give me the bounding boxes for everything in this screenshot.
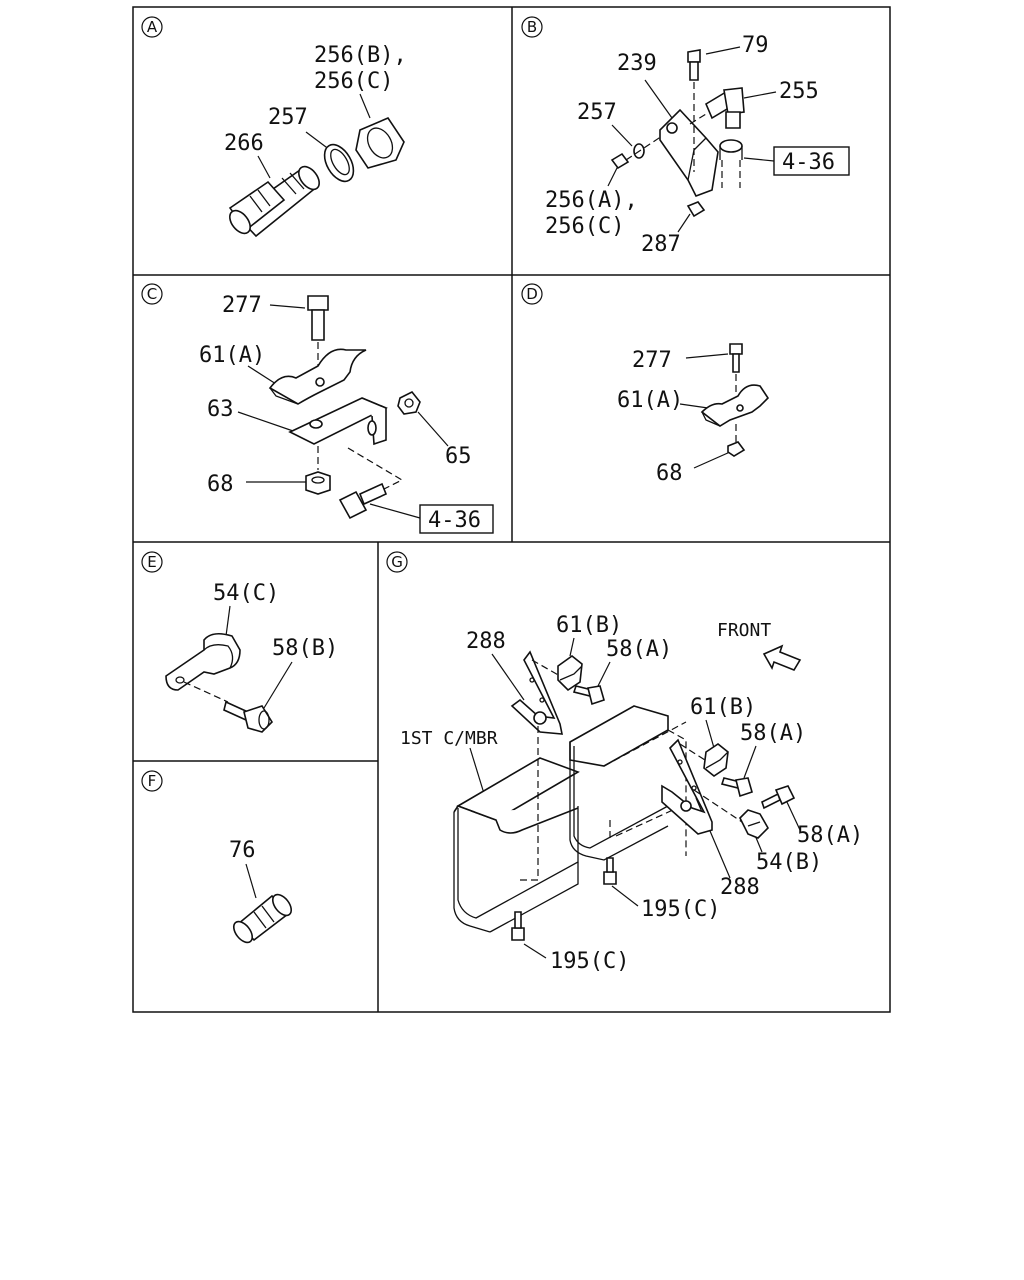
panel-b-letter: B [527,18,537,36]
label-256a: 256(A), [545,188,638,213]
label-277: 277 [222,293,262,318]
bracket-288-bottom [661,738,749,835]
bolt-195c-upper [603,857,617,885]
panel-a-letter: A [147,18,158,36]
nut-68 [727,441,746,457]
clip-54c [165,632,241,703]
bolt-58b [223,700,274,733]
label-4-36: 4-36 [428,508,481,533]
bolt-277 [729,343,743,394]
panel-d: D 277 61(A) 68 [521,283,770,486]
clamp-61a [268,348,367,405]
nut-256 [610,152,630,170]
nut-68 [305,471,331,495]
label-58b: 58(B) [272,636,338,661]
panel-d-letter: D [526,285,538,303]
label-266: 266 [224,131,264,156]
label-195c-lower: 195(C) [550,949,629,974]
ring-257 [323,143,355,183]
label-54c: 54(C) [213,581,279,606]
bracket-239 [659,108,719,198]
bracket-288-top [510,650,563,881]
clip-54b [739,809,769,839]
label-61a: 61(A) [617,388,683,413]
panel-f-letter: F [148,772,157,790]
label-1st-cmbr: 1ST C/MBR [400,728,498,749]
panel-g-letter: G [391,553,403,571]
bolt-58a-lower [761,785,796,810]
panel-e: E 54(C) 58(B) [141,551,338,733]
panel-c-letter: C [147,285,157,303]
fitting-255 [689,87,745,129]
label-79: 79 [742,33,769,58]
label-58a-top: 58(A) [606,637,672,662]
label-277: 277 [632,348,672,373]
bracket-63 [288,397,404,497]
bolt-79 [687,49,701,172]
bolt-4-36 [338,482,388,520]
panel-f: F 76 [141,770,293,944]
washer-65 [397,390,421,415]
panel-a: A 256(B), 256(C) 257 266 [141,16,407,238]
label-287: 287 [641,232,681,257]
label-65: 65 [445,444,472,469]
label-256c: 256(C) [314,69,393,94]
fitting-76 [232,893,293,944]
nut-256 [355,117,405,169]
label-68: 68 [656,461,683,486]
panel-frame [132,6,891,1013]
bolt-58a-right [720,777,753,798]
label-288-bottom: 288 [720,875,760,900]
bolt-195c-lower [511,911,525,941]
label-54b: 54(B) [756,850,822,875]
label-front: FRONT [717,620,771,641]
panel-g: G 288 61(B) 58(A) FRONT 1ST C/MBR 61(B) … [386,551,863,974]
label-255: 255 [779,79,819,104]
label-257: 257 [268,105,308,130]
label-61a: 61(A) [199,343,265,368]
sleeve [719,139,743,188]
nut-287 [686,201,706,218]
label-58a-right: 58(A) [740,721,806,746]
panel-c: C 277 61(A) 63 65 68 4-36 [141,283,494,534]
label-195c-upper: 195(C) [641,897,720,922]
clamp-61b-top [557,654,583,692]
panel-e-letter: E [147,553,156,571]
label-61b-top: 61(B) [556,613,622,638]
ref-box-4-36 [419,504,494,534]
label-288-top: 288 [466,629,506,654]
front-arrow [762,644,802,671]
fitting-266 [228,165,320,238]
label-58a-lower: 58(A) [797,823,863,848]
label-239: 239 [617,51,657,76]
bolt-58a-top [572,685,605,706]
label-63: 63 [207,397,234,422]
label-76: 76 [229,838,256,863]
label-68: 68 [207,472,234,497]
clamp-61a [700,384,770,444]
bolt-277 [307,295,329,372]
panel-b: B 239 79 255 257 4-36 256(A), 256(C) 287 [521,16,850,257]
label-4-36: 4-36 [782,150,835,175]
clamp-61b-right [703,743,729,777]
label-257: 257 [577,100,617,125]
label-256c: 256(C) [545,214,624,239]
label-256b: 256(B), [314,43,407,68]
label-61b-right: 61(B) [690,695,756,720]
